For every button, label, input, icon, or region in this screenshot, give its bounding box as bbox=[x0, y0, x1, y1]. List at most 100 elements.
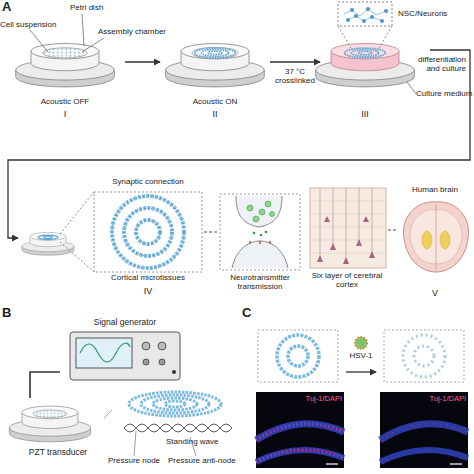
callout-label: Pressure node bbox=[108, 457, 160, 466]
node-text: Six layer of cerebral cortex bbox=[302, 272, 392, 290]
ring-tissue bbox=[384, 330, 464, 382]
assembly-step: Acoustic ONII bbox=[160, 20, 270, 120]
microtissue-panel: Synaptic connectionCortical microtissues… bbox=[18, 176, 204, 302]
callout-label: NSC/Neurons bbox=[398, 10, 447, 19]
synapse-illustration bbox=[232, 241, 288, 268]
signal-generator bbox=[70, 332, 180, 380]
cortex-layers bbox=[310, 201, 386, 253]
nsc-zoom bbox=[384, 9, 388, 13]
nsc-zoom bbox=[346, 18, 350, 22]
microtissue-zoom bbox=[136, 220, 160, 244]
nsc-zoom bbox=[344, 9, 386, 21]
cortex-layers bbox=[310, 253, 386, 254]
standing-wave bbox=[134, 431, 136, 456]
synapse-illustration bbox=[253, 216, 259, 222]
process-arrow bbox=[270, 61, 320, 62]
zoom-line bbox=[104, 410, 112, 418]
synapse-illustration bbox=[253, 232, 256, 235]
synapse-illustration bbox=[260, 234, 263, 237]
transducer-dish bbox=[22, 406, 78, 419]
callout-label: Cell suspension bbox=[0, 21, 56, 30]
fluorescence-image bbox=[256, 424, 344, 440]
node-text: Culture medium bbox=[416, 90, 472, 99]
synapse-illustration bbox=[265, 231, 268, 234]
cortex-layers bbox=[310, 188, 386, 268]
fluorescence-image bbox=[380, 424, 468, 440]
process-arrow bbox=[346, 371, 376, 372]
synapse-illustration bbox=[249, 241, 251, 244]
edge-label: HSV-1 bbox=[343, 352, 379, 361]
fluorescence-image bbox=[256, 392, 468, 468]
microtissue-zoom bbox=[60, 192, 94, 234]
node-text: Tuj-1/DAPI bbox=[286, 395, 342, 403]
panel-letter: B bbox=[2, 306, 11, 321]
node-text: Signal generator bbox=[60, 318, 190, 328]
node-text: Acoustic ON bbox=[160, 98, 270, 107]
petri-dish bbox=[181, 44, 249, 59]
nsc-zoom bbox=[338, 2, 392, 26]
nsc-zoom bbox=[380, 19, 384, 23]
fluorescence-image bbox=[380, 424, 468, 440]
wave-box: Standing wave bbox=[112, 388, 234, 450]
petri-dish bbox=[166, 44, 265, 87]
ring-tissue bbox=[258, 330, 338, 382]
nsc-zoom bbox=[366, 7, 370, 11]
synapse-illustration bbox=[247, 201, 275, 222]
callout-label: Petri dish bbox=[70, 4, 103, 13]
standing-wave bbox=[165, 401, 185, 407]
synapse-illustration bbox=[259, 209, 265, 215]
nsc-zoom bbox=[370, 15, 374, 19]
petri-dish bbox=[38, 235, 58, 240]
node-text: III bbox=[320, 109, 410, 119]
signal-generator bbox=[143, 359, 149, 365]
node-text: Human brain bbox=[398, 186, 472, 195]
ring-tissue bbox=[258, 330, 464, 382]
microtissue-zoom bbox=[112, 196, 184, 268]
microtissue-zoom bbox=[60, 242, 94, 272]
synapse-panel: Neurotransmitter transmission bbox=[218, 190, 302, 300]
transducer-box: PZT transducer bbox=[12, 398, 104, 464]
fluorescence-image bbox=[256, 450, 344, 462]
petri-dish bbox=[208, 51, 222, 54]
signal-generator bbox=[158, 342, 166, 350]
process-arrow bbox=[125, 61, 160, 62]
cortex-layers bbox=[324, 216, 330, 222]
petri-dish bbox=[43, 48, 87, 58]
nsc-zoom bbox=[362, 19, 366, 23]
synapse-illustration bbox=[220, 194, 300, 270]
microtissue-zoom bbox=[124, 208, 172, 256]
culture-dish bbox=[316, 44, 415, 87]
standing-wave bbox=[129, 392, 221, 416]
synapse-illustration bbox=[247, 205, 253, 211]
node-text: I bbox=[5, 109, 125, 119]
brain-illustration bbox=[440, 231, 450, 249]
nsc-zoom bbox=[378, 26, 392, 50]
ring-tissue bbox=[403, 335, 445, 377]
fluorescence-image bbox=[256, 450, 344, 462]
transducer-dish bbox=[33, 410, 67, 418]
ring-tissue bbox=[277, 335, 319, 377]
cortex-panel: Six layer of cerebral cortex bbox=[306, 178, 388, 300]
synapse-illustration bbox=[236, 196, 282, 227]
fluorescence-image bbox=[380, 392, 468, 468]
ring-tissue bbox=[414, 346, 434, 366]
synapse-illustration bbox=[269, 241, 271, 244]
signal-generator bbox=[70, 332, 180, 380]
node-text: V bbox=[398, 288, 472, 298]
node-text: Standing wave bbox=[166, 438, 218, 447]
cortex-layers bbox=[320, 188, 372, 264]
brain-panel: Human brainV bbox=[398, 178, 472, 302]
petri-dish bbox=[16, 44, 115, 87]
ring-tissue bbox=[277, 335, 319, 377]
cortex-layers bbox=[317, 255, 323, 262]
cortex-layers bbox=[310, 214, 386, 215]
transducer-dish bbox=[9, 406, 90, 442]
node-text: IV bbox=[88, 286, 208, 296]
brain-illustration bbox=[403, 202, 468, 272]
cortex-layers bbox=[333, 188, 334, 250]
edge-label: differentiation and culture bbox=[412, 56, 466, 74]
signal-generator bbox=[142, 342, 150, 350]
